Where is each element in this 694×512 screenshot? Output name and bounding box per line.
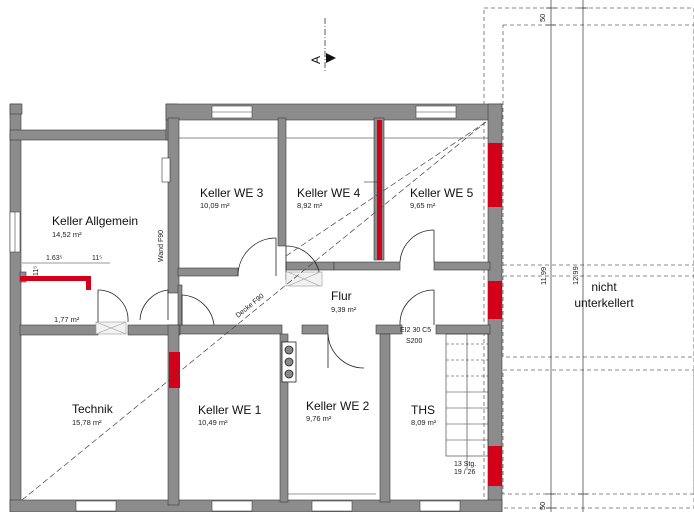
unexcavated-area	[483, 7, 694, 509]
door-thresholds	[95, 271, 323, 335]
room-name-keller-we2: Keller WE 2	[306, 399, 370, 413]
ceiling-diagonals	[21, 121, 487, 501]
room-name-keller-we1: Keller WE 1	[198, 403, 262, 417]
room-area-flur: 9,39 m²	[331, 305, 357, 314]
nicht-label: nicht	[591, 280, 617, 294]
dim-11a-label: 11⁵	[33, 266, 40, 276]
room-area-technik: 15,78 m²	[72, 418, 102, 427]
room-area-keller-allgemein: 14,52 m²	[52, 230, 82, 239]
dim-v2: 12.99	[571, 266, 580, 285]
niche	[161, 157, 171, 183]
room-name-flur: Flur	[331, 289, 352, 303]
room-area-keller-we3: 10,09 m²	[200, 201, 230, 210]
room-name-keller-we3: Keller WE 3	[200, 186, 264, 200]
wand-f90-label: Wand F90	[158, 230, 165, 262]
walls	[9, 103, 503, 512]
unterkellert-label: unterkellert	[574, 296, 634, 310]
room-area-ths: 8,09 m²	[411, 418, 437, 427]
room-name-keller-we5: Keller WE 5	[410, 186, 474, 200]
room-area-vorraum: 1,77 m²	[54, 315, 80, 324]
section-marker: A	[309, 18, 336, 72]
room-area-keller-we5: 9,65 m²	[410, 201, 436, 210]
shaft	[281, 341, 297, 383]
decke-f90-label: Decke F90	[235, 293, 266, 320]
ei2-label-1: EI2 30 C5	[400, 327, 431, 334]
dim-11b-label: 11⁵	[92, 255, 102, 262]
stair-steps-label: 13 Stg.	[454, 461, 476, 468]
fire-walls	[20, 120, 502, 486]
room-area-keller-we1: 10,49 m²	[198, 418, 228, 427]
room-name-ths: THS	[411, 403, 435, 417]
room-area-keller-we2: 9,76 m²	[306, 414, 332, 423]
windows	[9, 105, 461, 512]
staircase	[445, 333, 489, 470]
ei2-label-2: S200	[406, 338, 422, 345]
dimension-lines	[546, 0, 588, 512]
stair-dims-label: 19 / 26	[454, 469, 476, 476]
room-area-keller-we4: 8,92 m²	[297, 201, 323, 210]
dim-163-label: 1.63⁵	[46, 255, 63, 262]
room-name-keller-we4: Keller WE 4	[297, 186, 361, 200]
dim-v1: 11.99	[539, 267, 548, 285]
section-letter: A	[309, 56, 323, 64]
room-name-technik: Technik	[72, 402, 114, 416]
doors	[97, 229, 435, 369]
room-labels: Keller Allgemein 14,52 m² Keller WE 3 10…	[52, 186, 474, 427]
dim-top-50: 50	[538, 14, 547, 22]
room-name-keller-allgemein: Keller Allgemein	[52, 214, 138, 228]
dim-bottom-50: 50	[538, 502, 547, 510]
